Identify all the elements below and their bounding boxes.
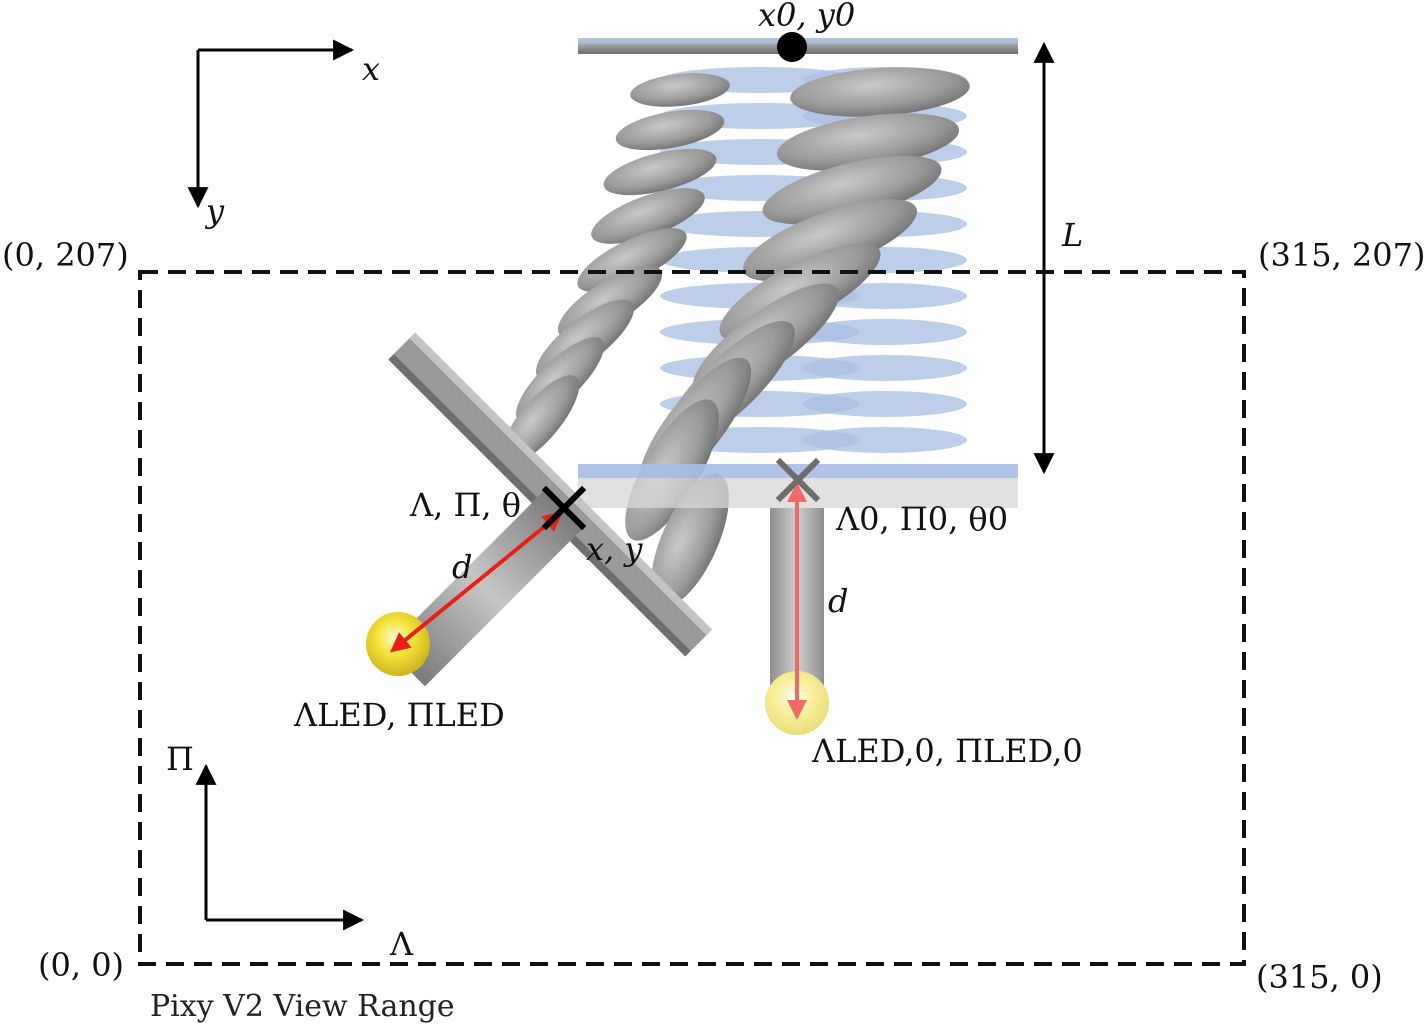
led-label-rest: ΛLED,0, ΠLED,0 (811, 732, 1083, 770)
bent-segment-left (603, 148, 717, 196)
bent-segment-left (577, 228, 687, 292)
axis-lambda-label: Λ (389, 925, 414, 963)
distance-label-bent: d (452, 548, 472, 586)
view-range-caption: Pixy V2 View Range (150, 989, 455, 1024)
bent-segment-left (630, 73, 730, 107)
camera-axes (195, 763, 365, 931)
rest-segment-right (803, 427, 967, 453)
bent-tip-state-label: Λ, Π, θ (409, 486, 521, 524)
corner-label-bottom-right: (315, 0) (1256, 958, 1383, 996)
bent-actuator (500, 67, 970, 607)
rest-segment-right (803, 391, 967, 417)
origin-marker-icon (777, 32, 807, 62)
axis-pi-label: Π (166, 740, 194, 778)
rest-tip-state-label: Λ0, Π0, θ0 (835, 500, 1008, 538)
distance-arrow-bent (389, 511, 564, 653)
length-label: L (1061, 216, 1083, 254)
origin-label: x0, y0 (758, 0, 855, 34)
axis-x-label: x (362, 50, 380, 88)
corner-label-top-right: (315, 207) (1258, 236, 1425, 274)
bent-segment-left (615, 109, 725, 151)
bent-segment-right (762, 155, 942, 225)
axis-y-label: y (204, 192, 225, 230)
rest-tip-marker-icon (775, 457, 821, 503)
image-axes (187, 39, 355, 209)
bent-actuator-segments (500, 67, 970, 607)
led-label-bent: ΛLED, ΠLED (293, 696, 505, 734)
bent-tip-marker-icon (541, 485, 587, 531)
bent-segment-right (790, 67, 970, 117)
corner-label-bottom-left: (0, 0) (38, 946, 124, 984)
corner-label-top-left: (0, 207) (2, 236, 129, 274)
bent-segment-left (591, 188, 705, 244)
bent-tip-xy-label: x, y (586, 530, 643, 568)
rest-segment-right (803, 319, 967, 345)
distance-label-rest: d (828, 582, 848, 620)
bent-segment-right (743, 198, 917, 282)
rest-segment-right (803, 355, 967, 381)
